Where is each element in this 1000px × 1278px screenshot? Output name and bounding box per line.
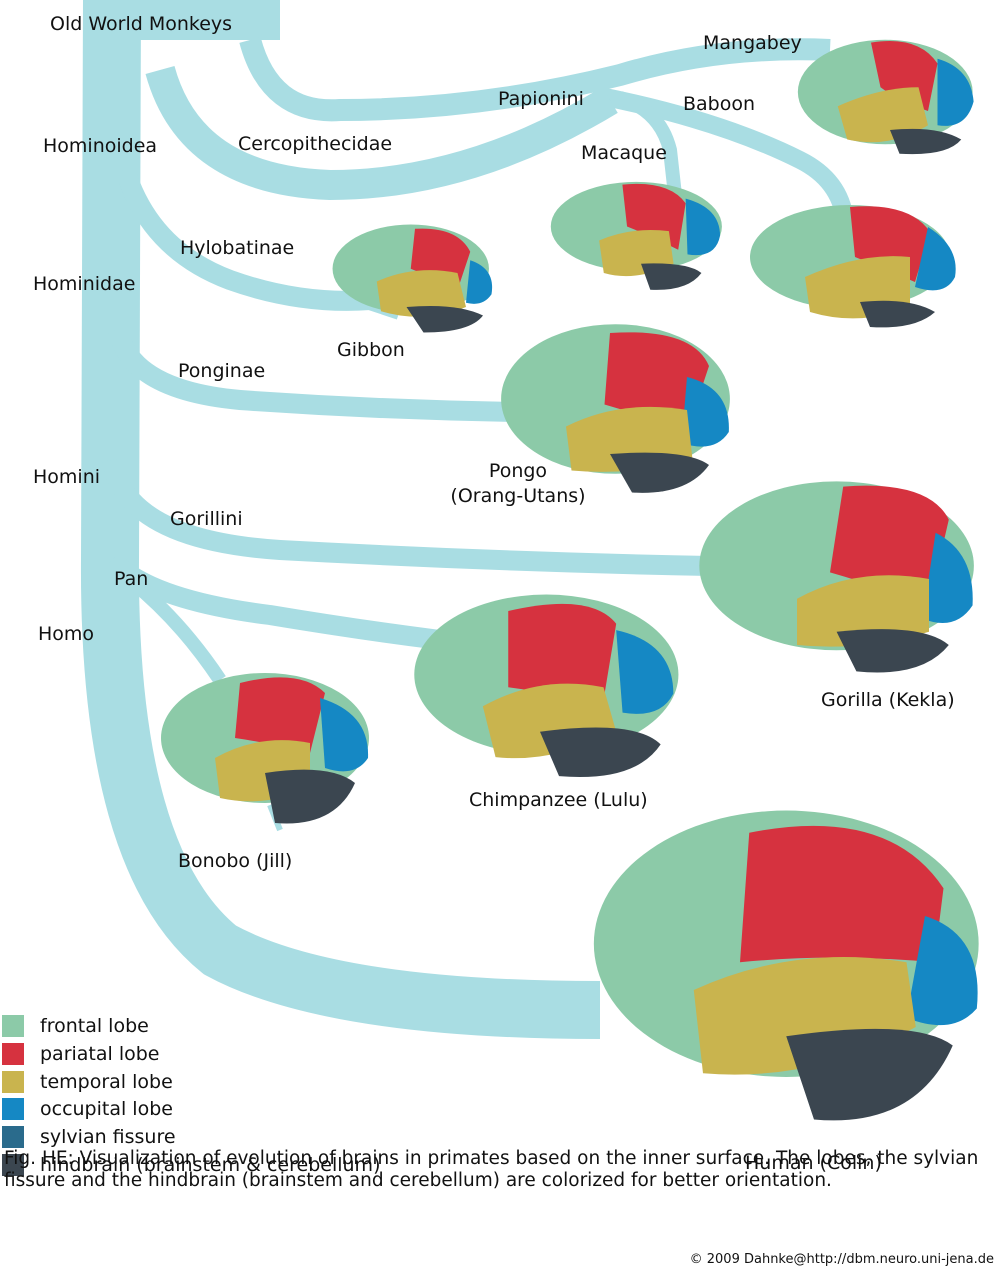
legend-label: frontal lobe [40,1015,149,1037]
copyright-notice: © 2009 Dahnke@http://dbm.neuro.uni-jena.… [689,1252,994,1267]
legend-item-sylvian: sylvian fissure [0,1125,420,1149]
label-pan: Pan [114,568,149,590]
legend-swatch [2,1043,24,1065]
trunk-branch [80,0,601,1039]
gibbon-brain [332,224,493,333]
legend-swatch [2,1071,24,1093]
label-homini: Homini [33,466,101,488]
label-pongo-subtitle: (Orang-Utans) [450,485,586,507]
label-gorilla: Gorilla (Kekla) [821,689,955,711]
legend-label: temporal lobe [40,1071,173,1093]
figure-caption: Fig. HE: Visualization of evolution of b… [4,1148,979,1191]
chimpanzee-brain [414,594,679,778]
mangabey-branch [239,36,831,122]
label-gorillini: Gorillini [170,508,243,530]
label-ponginae: Ponginae [178,360,266,382]
legend-label: sylvian fissure [40,1126,176,1148]
legend-swatch [2,1154,24,1176]
baboon-branch [598,87,854,222]
legend-item-hindbrain: hindbrain (brainstem & cerebellum) [0,1153,420,1177]
legend-label: occupital lobe [40,1098,173,1120]
label-bonobo: Bonobo (Jill) [178,850,293,872]
label-homo: Homo [38,623,95,645]
label-old-world-monkeys: Old World Monkeys [50,13,233,35]
macaque-brain [550,181,722,290]
label-hominoidea: Hominoidea [43,135,158,157]
label-chimpanzee: Chimpanzee (Lulu) [469,789,648,811]
legend-swatch [2,1015,24,1037]
label-gibbon: Gibbon [337,339,405,361]
legend-label: pariatal lobe [40,1043,160,1065]
legend-item-temporal: temporal lobe [0,1070,420,1094]
legend-label: hindbrain (brainstem & cerebellum) [40,1154,381,1176]
bonobo-brain [161,673,369,824]
human-brain [593,810,979,1121]
legend-item-frontal: frontal lobe [0,1014,420,1038]
gorilla-branch [102,457,711,576]
legend-item-occipital: occupital lobe [0,1097,420,1121]
label-hominidae: Hominidae [33,273,136,295]
gibbon-branch [115,166,404,320]
cercopithecidae-branch [145,65,618,201]
label-hylobatinae: Hylobatinae [180,237,295,259]
label-baboon: Baboon [683,93,756,115]
label-cercopithecidae: Cercopithecidae [238,133,393,155]
gorilla-brain [699,481,974,673]
label-papionini: Papionini [498,88,584,110]
legend-swatch [2,1126,24,1148]
label-human: Human (Colin) [745,1152,882,1174]
label-macaque: Macaque [581,142,667,164]
pongo-brain [501,324,730,493]
legend-swatch [2,1098,24,1120]
baboon-brain [750,205,956,328]
mangabey-brain [797,39,974,155]
legend-item-parietal: pariatal lobe [0,1042,420,1066]
label-pongo: Pongo [488,460,548,482]
tree-branches [80,0,854,1039]
bonobo-branch [125,574,226,684]
label-mangabey: Mangabey [703,32,802,54]
macaque-branch [617,91,682,196]
pongo-branch [108,327,521,422]
